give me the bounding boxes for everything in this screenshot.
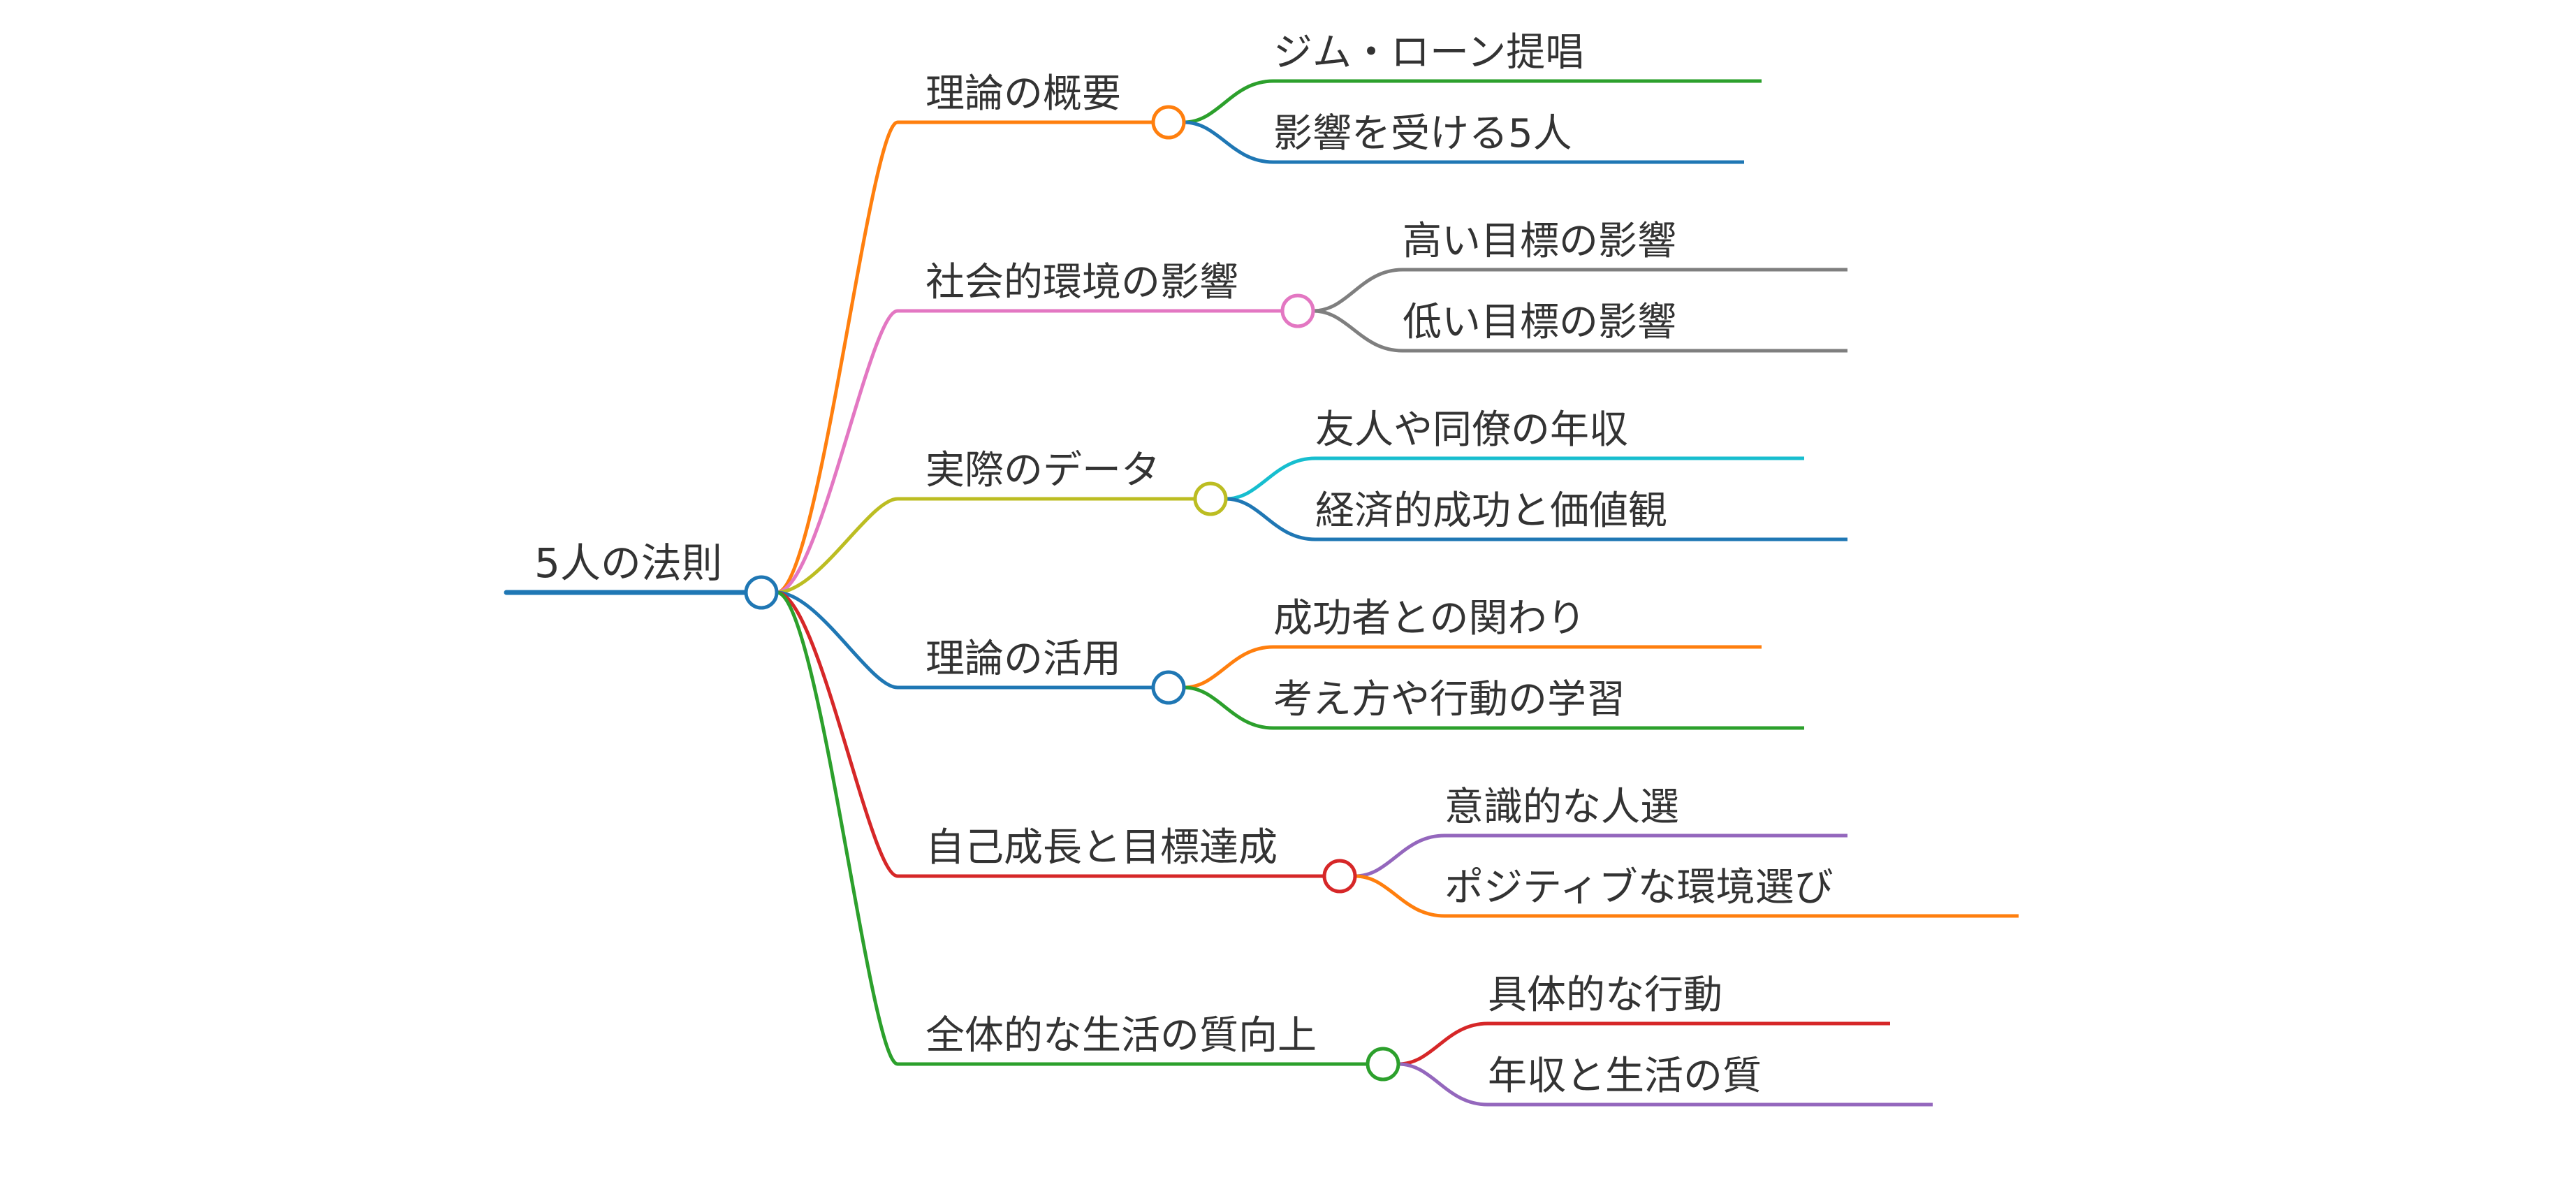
leaf-1-0-label[interactable]: 高い目標の影響 bbox=[1403, 219, 1676, 264]
leaf-3-1-label[interactable]: 考え方や行動の学習 bbox=[1273, 677, 1625, 722]
branch-2-node[interactable] bbox=[1193, 481, 1228, 516]
leaf-3-0-label[interactable]: 成功者との関わり bbox=[1273, 596, 1586, 641]
root-label[interactable]: 5人の法則 bbox=[534, 539, 722, 587]
leaf-4-1-label[interactable]: ポジティブな環境選び bbox=[1444, 865, 1834, 910]
root-node[interactable] bbox=[744, 575, 779, 610]
leaf-2-0-label[interactable]: 友人や同僚の年収 bbox=[1315, 407, 1628, 453]
leaf-4-0-connector bbox=[1354, 833, 1847, 878]
branch-4-label[interactable]: 自己成長と目標達成 bbox=[925, 825, 1278, 871]
branch-0-node[interactable] bbox=[1151, 105, 1186, 140]
branch-5-label[interactable]: 全体的な生活の質向上 bbox=[925, 1013, 1317, 1058]
leaf-2-1-label[interactable]: 経済的成功と価値観 bbox=[1315, 488, 1667, 534]
leaf-2-0-connector bbox=[1225, 456, 1804, 501]
branch-4-connector bbox=[776, 590, 1324, 878]
label-layer: 5人の法則 理論の概要 社会的環境の影響 実際のデータ 理論の活用 自己成長と目… bbox=[534, 30, 1834, 1099]
leaf-4-1-connector bbox=[1354, 874, 2019, 918]
leaf-0-1-connector bbox=[1183, 120, 1744, 164]
branch-1-label[interactable]: 社会的環境の影響 bbox=[925, 260, 1238, 305]
leaf-5-1-label[interactable]: 年収と生活の質 bbox=[1488, 1054, 1762, 1099]
leaf-0-1-label[interactable]: 影響を受ける5人 bbox=[1273, 111, 1572, 156]
leaf-0-0-label[interactable]: ジム・ローン提唱 bbox=[1273, 30, 1584, 75]
branch-3-label[interactable]: 理論の活用 bbox=[925, 636, 1121, 682]
leaf-5-0-label[interactable]: 具体的な行動 bbox=[1488, 973, 1722, 1018]
branch-2-label[interactable]: 実際のデータ bbox=[925, 448, 1160, 493]
branch-1-connector bbox=[776, 309, 1282, 595]
leaf-4-0-label[interactable]: 意識的な人選 bbox=[1444, 785, 1679, 830]
branch-1-node[interactable] bbox=[1280, 293, 1315, 328]
branch-3-connector bbox=[776, 590, 1153, 690]
leaf-1-1-connector bbox=[1312, 309, 1847, 353]
leaf-5-1-connector bbox=[1398, 1062, 1933, 1107]
leaf-0-0-connector bbox=[1183, 79, 1762, 124]
branch-5-node[interactable] bbox=[1366, 1047, 1400, 1082]
branch-0-connector bbox=[776, 120, 1153, 595]
leaf-5-0-connector bbox=[1398, 1021, 1890, 1066]
leaf-1-0-connector bbox=[1312, 268, 1847, 313]
branch-0-label[interactable]: 理論の概要 bbox=[925, 71, 1121, 117]
branch-4-node[interactable] bbox=[1322, 859, 1357, 894]
leaf-3-0-connector bbox=[1183, 645, 1762, 690]
branch-3-node[interactable] bbox=[1151, 670, 1186, 705]
node-layer bbox=[744, 105, 1400, 1082]
branch-2-connector bbox=[776, 497, 1195, 595]
leaf-1-1-label[interactable]: 低い目標の影響 bbox=[1403, 300, 1676, 345]
branch-5-connector bbox=[776, 590, 1368, 1066]
leaf-2-1-connector bbox=[1225, 497, 1847, 541]
leaf-3-1-connector bbox=[1183, 685, 1804, 730]
connector-layer bbox=[504, 79, 2019, 1107]
